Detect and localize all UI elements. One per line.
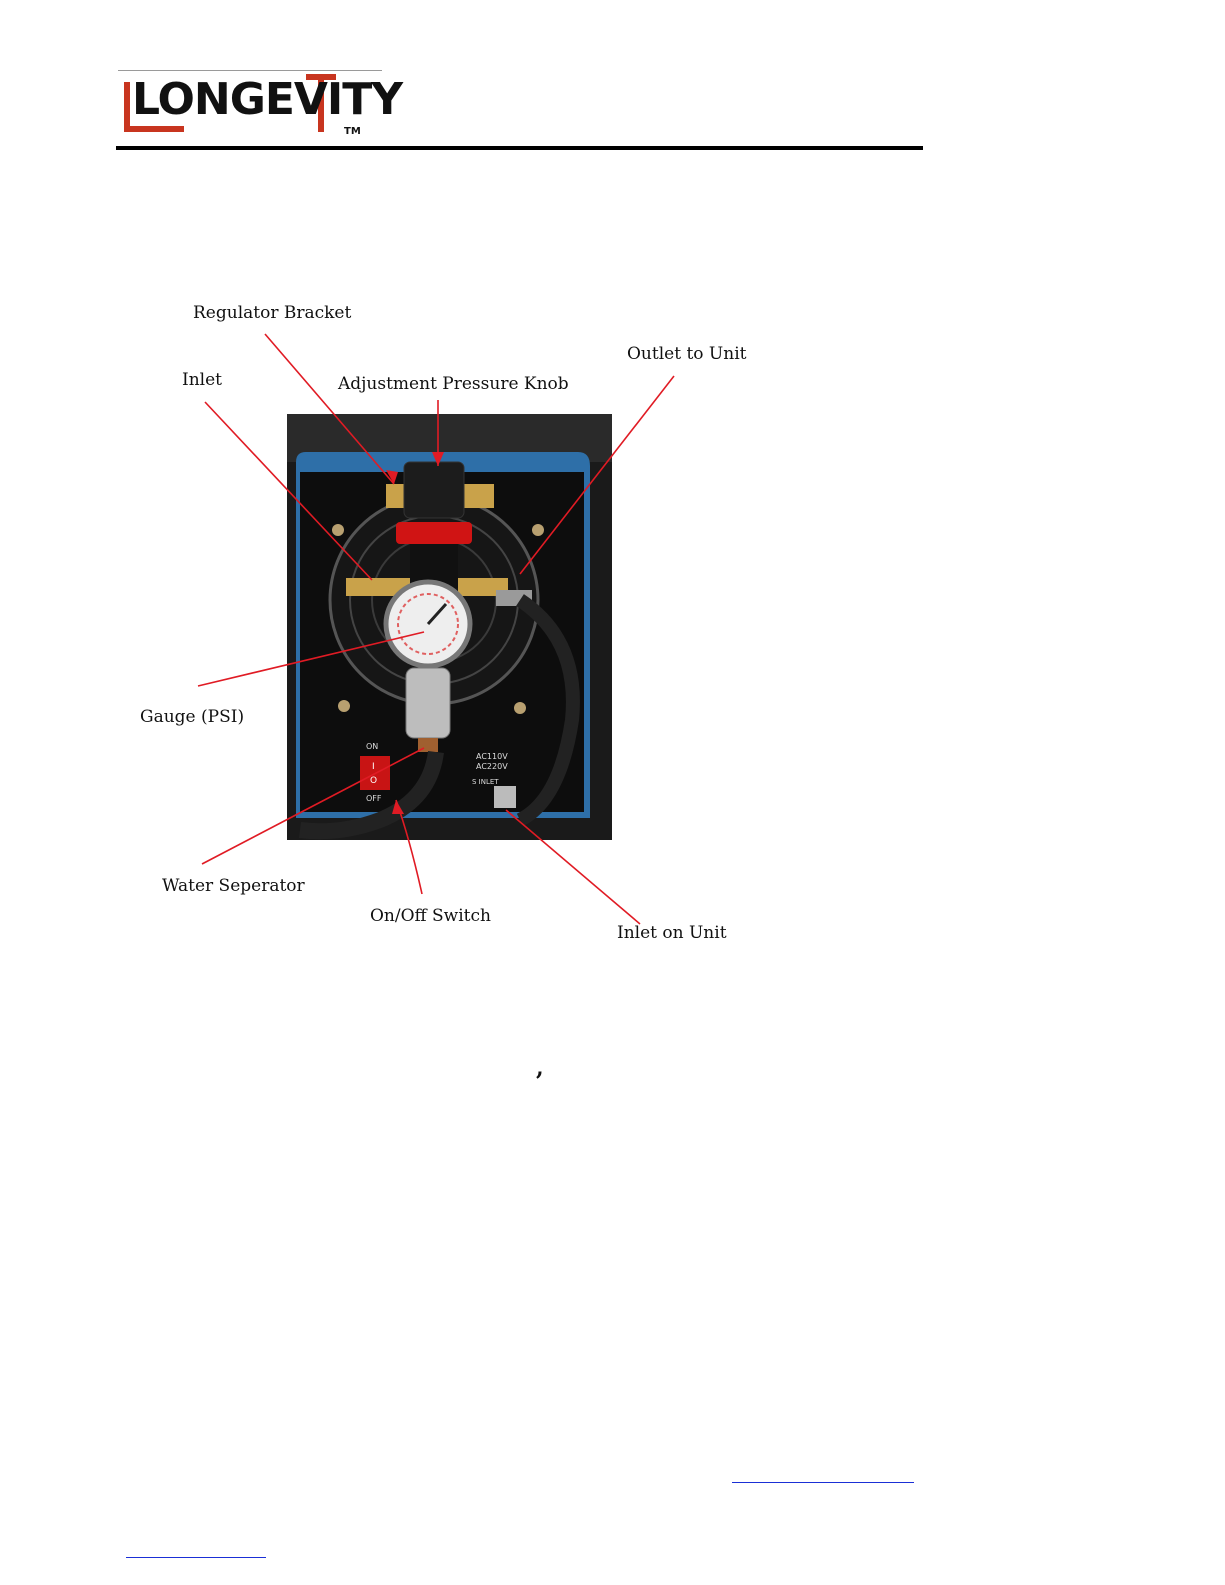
- label-inlet: Inlet: [182, 370, 222, 390]
- label-inlet-on-unit: Inlet on Unit: [617, 923, 727, 943]
- link-underline-1[interactable]: [732, 1482, 914, 1483]
- regulator-bracket-line: [265, 334, 394, 484]
- stray-comma: ,: [536, 1055, 544, 1081]
- link-underline-2[interactable]: [126, 1557, 266, 1558]
- label-regulator-bracket: Regulator Bracket: [193, 303, 351, 323]
- label-water-separator: Water Seperator: [162, 876, 305, 896]
- switch-line: [396, 800, 422, 894]
- inlet-on-unit-line: [506, 810, 640, 924]
- label-outlet-to-unit: Outlet to Unit: [627, 344, 746, 364]
- label-gauge: Gauge (PSI): [140, 707, 244, 727]
- label-on-off-switch: On/Off Switch: [370, 906, 491, 926]
- label-adjustment-knob: Adjustment Pressure Knob: [338, 374, 569, 394]
- water-separator-line: [202, 748, 424, 864]
- gauge-line: [198, 632, 424, 686]
- outlet-line: [520, 376, 674, 574]
